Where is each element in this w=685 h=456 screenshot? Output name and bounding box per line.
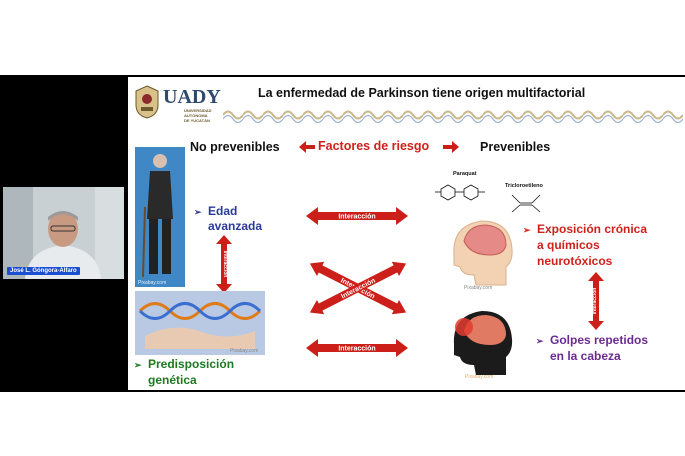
- trichloroethylene-structure-icon: [511, 194, 541, 213]
- image-credit-3: Pixabay.com: [464, 285, 493, 291]
- logo-subtitle-1: UNIVERSIDAD: [184, 108, 212, 113]
- university-crest-icon: [135, 85, 159, 119]
- bullet-icon: ➢: [194, 207, 202, 217]
- interaction-label-bottom: Interacción: [338, 346, 375, 353]
- factor-chem-line-2: a químicos: [537, 238, 600, 252]
- image-credit-1: Pixabay.com: [138, 280, 167, 286]
- head-brain-image: [453, 220, 513, 286]
- bullet-icon: ➢: [523, 225, 531, 235]
- arrow-left-icon: [299, 141, 315, 153]
- logo-subtitle-2: AUTÓNOMA: [184, 113, 208, 118]
- presenter-video-tile[interactable]: José L. Góngora-Alfaro: [3, 187, 124, 279]
- header-factores-de-riesgo: Factores de riesgo: [318, 139, 430, 153]
- factor-chem-line-3: neurotóxicos: [537, 254, 613, 268]
- factor-head-line-1: Golpes repetidos: [550, 333, 649, 347]
- image-credit-2: Pixabay.com: [230, 348, 259, 354]
- logo-name: UADY: [163, 86, 221, 108]
- interaction-arrow-top: Interacción: [306, 207, 408, 225]
- logo-subtitle-3: DE YUCATÁN: [184, 118, 210, 123]
- presenter-video: [3, 187, 124, 279]
- bullet-icon: ➢: [536, 336, 544, 346]
- elderly-man-image: [135, 147, 185, 287]
- factor-genetic-line-1: Predisposición: [148, 357, 235, 371]
- interaction-cross-arrows: Interacción Interacción: [309, 261, 407, 315]
- bullet-icon: ➢: [134, 360, 142, 370]
- header-prevenibles: Prevenibles: [480, 140, 551, 154]
- presenter-nameplate: José L. Góngora-Alfaro: [7, 267, 80, 275]
- decorative-band: [223, 107, 683, 123]
- interaction-label-vertical-left: Interacción: [222, 251, 228, 278]
- interaction-arrow-bottom: Interacción: [306, 339, 408, 357]
- header-no-prevenibles: No prevenibles: [190, 140, 280, 154]
- factor-head-line-2: en la cabeza: [550, 349, 621, 363]
- factor-genetic-line-2: genética: [148, 373, 197, 387]
- slide-title: La enfermedad de Parkinson tiene origen …: [258, 86, 586, 100]
- presentation-slide: UADY UNIVERSIDAD AUTÓNOMA DE YUCATÁN La …: [128, 77, 685, 390]
- factor-chem-line-1: Exposición crónica: [537, 222, 648, 236]
- paraquat-label: Paraquat: [453, 171, 477, 177]
- trichloroethylene-label: Tricloroetileno: [505, 183, 543, 189]
- interaction-label-vertical-right: Interacción: [592, 288, 598, 315]
- interaction-arrow-vertical-left: Interacción: [216, 235, 232, 293]
- image-credit-4: Pixabay.com: [465, 374, 494, 380]
- arrow-right-icon: [443, 141, 459, 153]
- interaction-label-top: Interacción: [338, 214, 375, 221]
- dna-hand-image: [135, 291, 265, 355]
- paraquat-structure-icon: [435, 184, 485, 201]
- head-injury-image: [453, 311, 513, 375]
- factor-age-line-2: avanzada: [208, 219, 263, 233]
- interaction-arrow-vertical-right: Interacción: [588, 272, 604, 330]
- factor-age-line-1: Edad: [208, 204, 238, 218]
